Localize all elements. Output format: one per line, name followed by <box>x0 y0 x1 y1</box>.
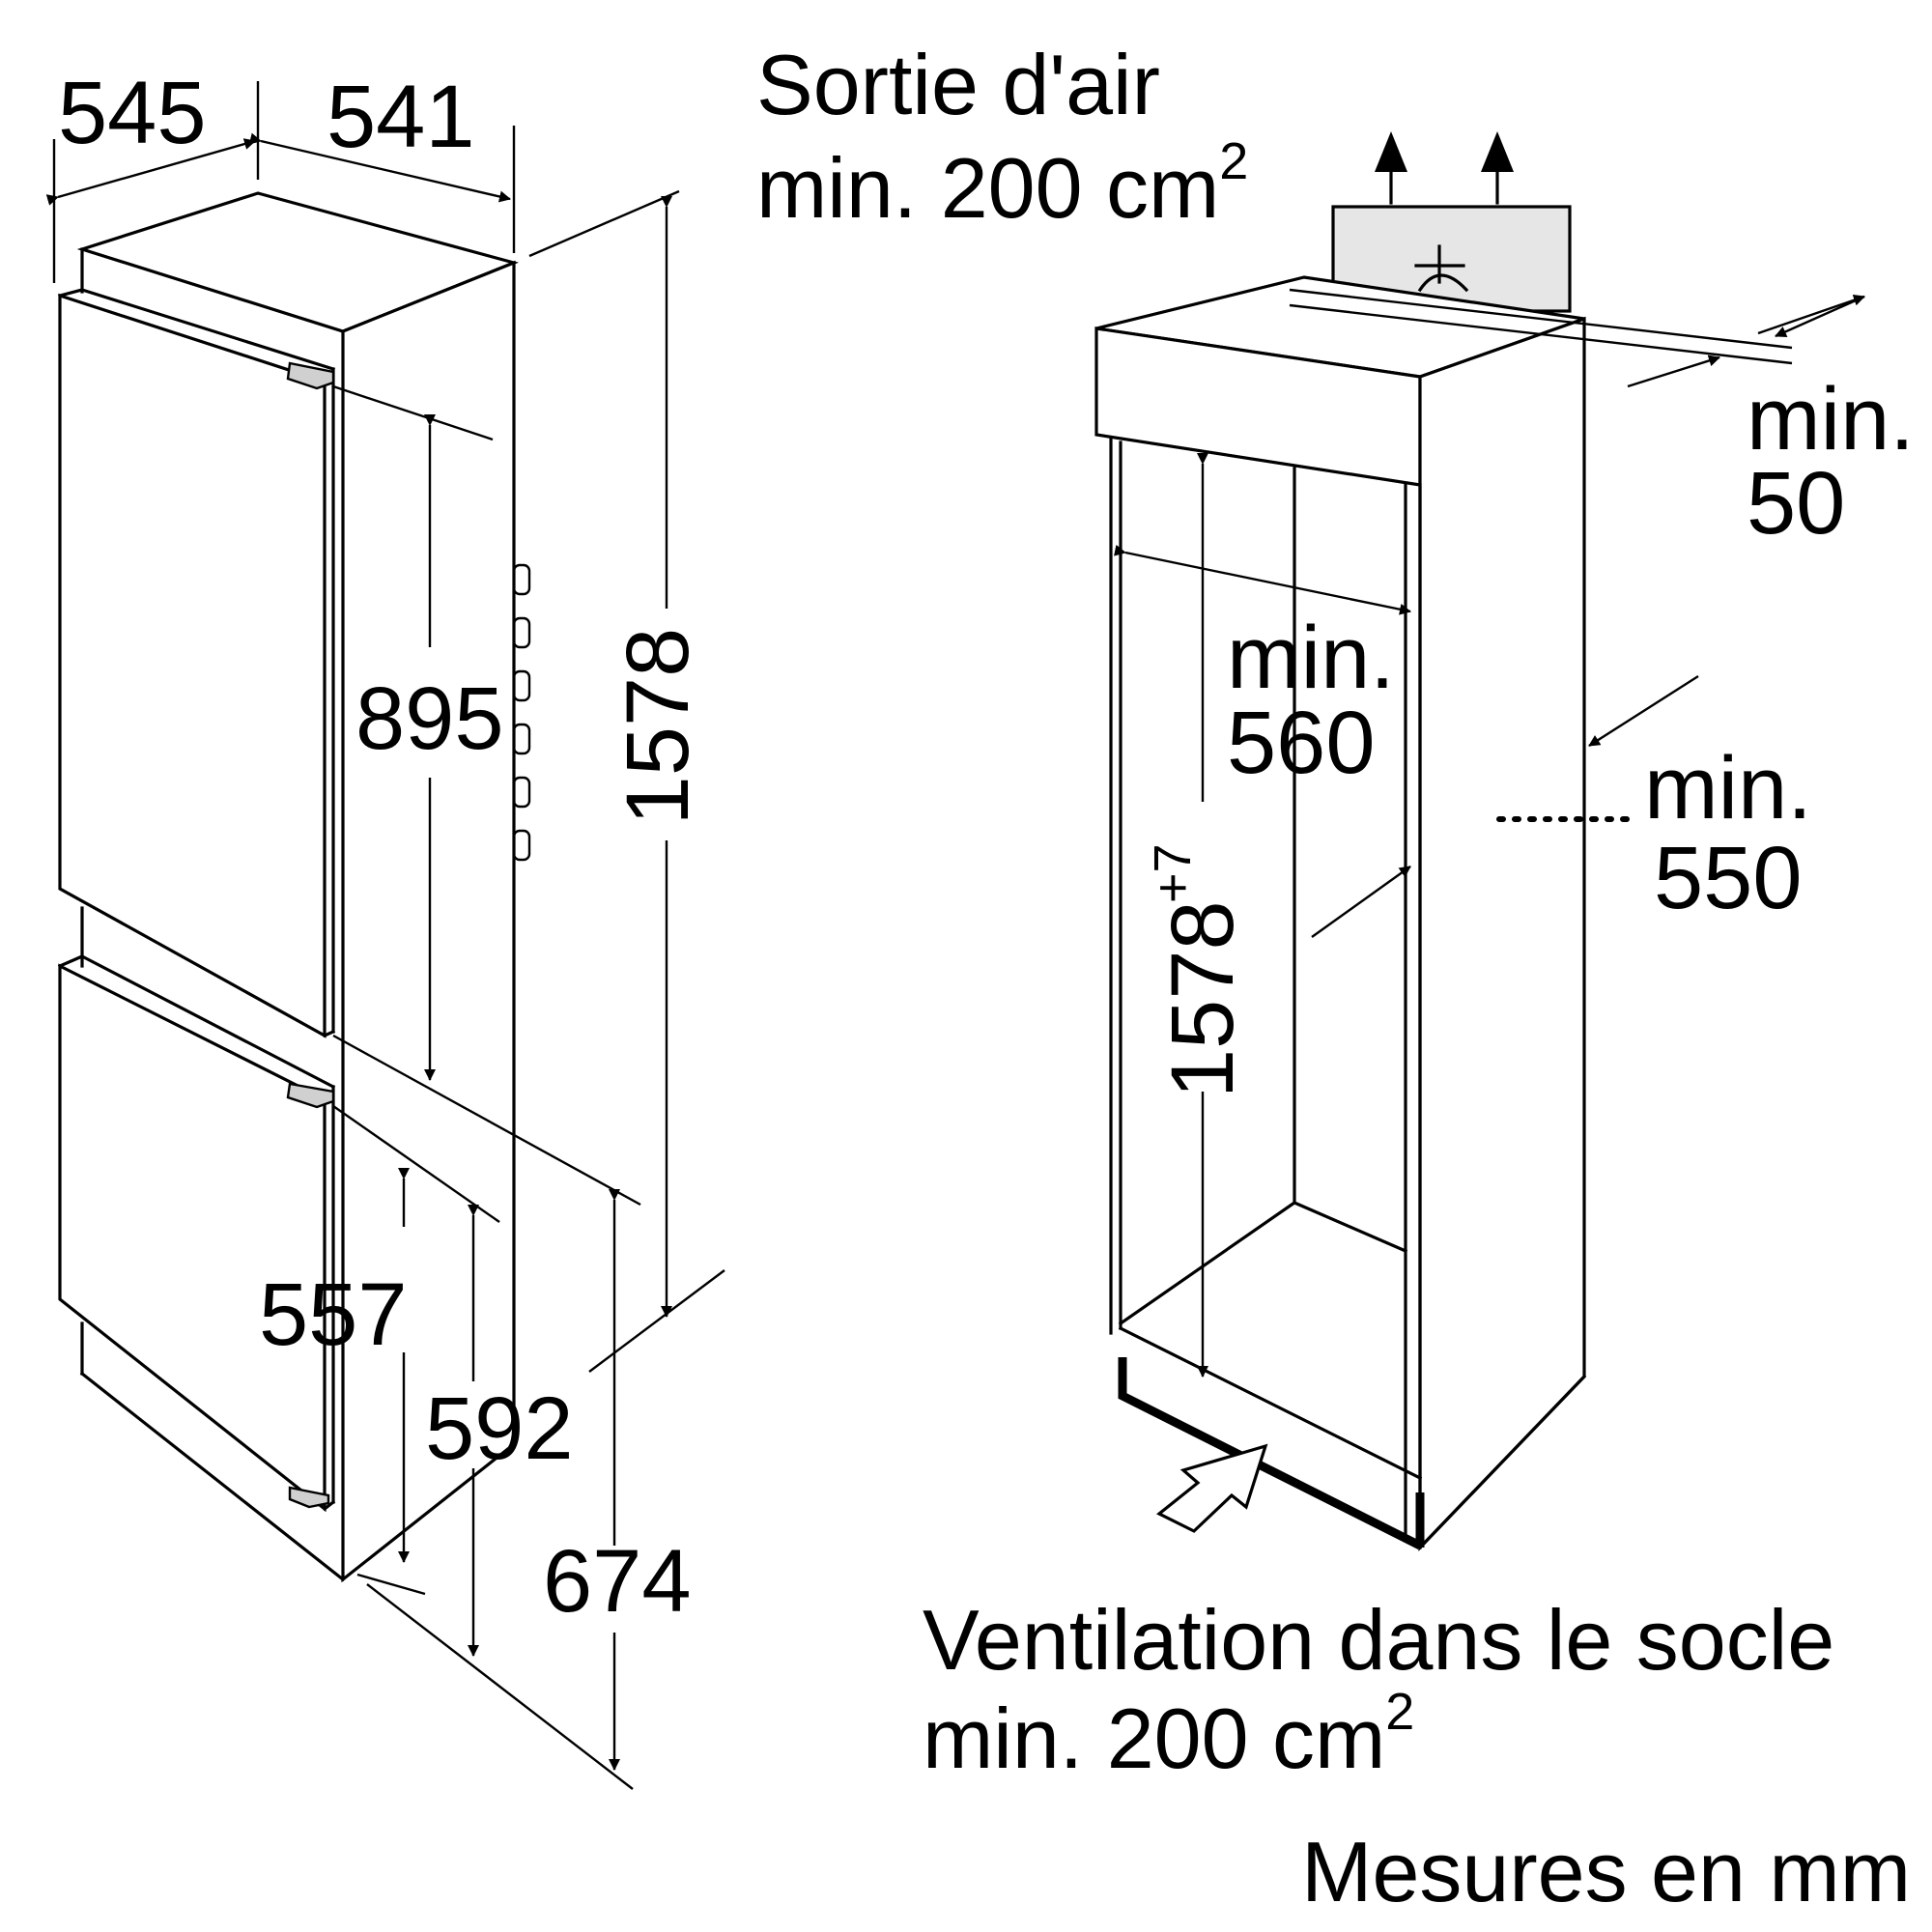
plinth-ventilation-label: Ventilation dans le socle <box>923 1592 1834 1688</box>
bottom-hinge-icon <box>288 1486 330 1509</box>
dim-total-height: 1578 <box>609 628 707 826</box>
air-outlet-area-sup: 2 <box>1219 132 1248 190</box>
top-hinge-icon <box>286 361 335 390</box>
units-note: Mesures en mm <box>1301 1824 1911 1919</box>
fan-icon <box>1414 244 1469 293</box>
dim-niche-depth-value: 550 <box>1654 829 1803 927</box>
plinth-ventilation-area-text: min. 200 cm <box>923 1690 1385 1786</box>
dim-niche-height: 1578 <box>1153 900 1252 1098</box>
plinth-ventilation-area: min. 200 cm2 <box>923 1683 1414 1786</box>
dim-width: 541 <box>327 68 475 166</box>
dim-upper-door: 895 <box>355 669 504 768</box>
dim-gap-min: min. <box>1747 370 1915 469</box>
dim-lower-door: 557 <box>259 1265 408 1364</box>
dim-lower-to-hinge: 592 <box>425 1379 574 1478</box>
air-outlet-area: min. 200 cm2 <box>756 132 1248 236</box>
appliance-drawing <box>45 81 725 1790</box>
air-outlet-arrow-icon <box>1375 131 1514 205</box>
dim-niche-width-min: min. <box>1227 609 1395 707</box>
plinth-air-inlet-arrow-icon <box>1156 1443 1268 1533</box>
mid-hinge-icon <box>286 1082 335 1109</box>
plinth-ventilation-area-sup: 2 <box>1385 1683 1414 1741</box>
niche-drawing <box>1094 131 1865 1551</box>
dim-lower-section: 674 <box>543 1532 692 1631</box>
dim-gap-value: 50 <box>1747 454 1845 553</box>
plinth-frame <box>1118 1357 1423 1550</box>
air-outlet-area-text: min. 200 cm <box>756 140 1219 236</box>
dim-niche-height-tolerance: +7 <box>1144 843 1202 903</box>
dim-depth: 545 <box>58 64 207 162</box>
dim-niche-width-value: 560 <box>1227 694 1376 792</box>
dim-niche-depth-min: min. <box>1644 739 1812 838</box>
air-outlet-label: Sortie d'air <box>756 37 1160 132</box>
mounting-rail-pads <box>512 563 531 862</box>
